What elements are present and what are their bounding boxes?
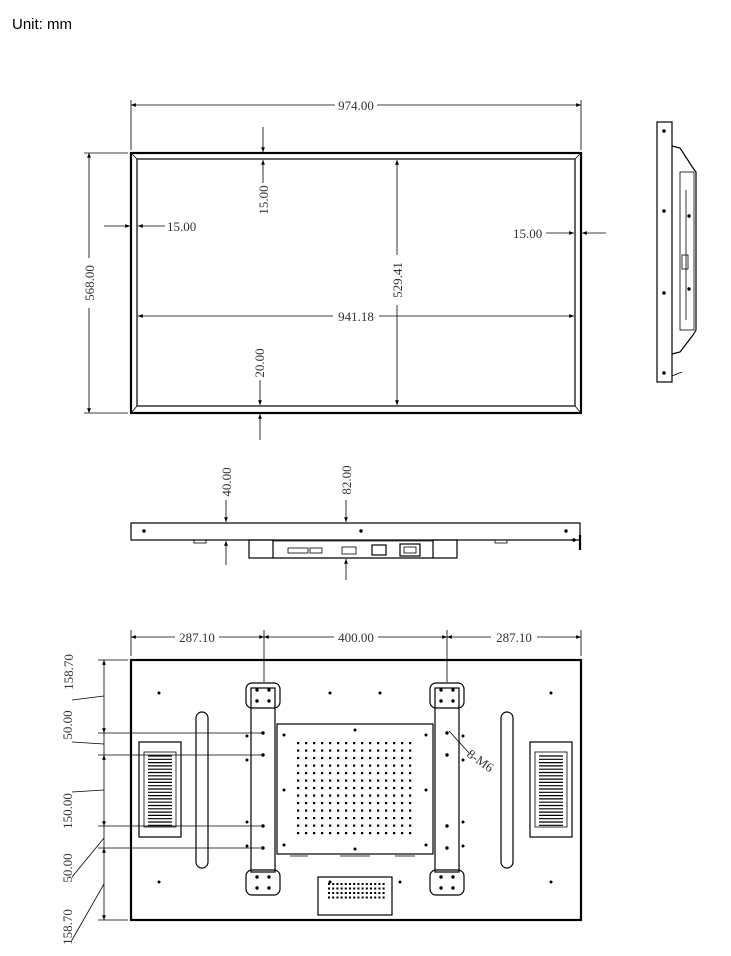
left-mount-bracket: [250, 687, 276, 873]
rear-vdim-3: 50.00: [60, 853, 75, 882]
display-height-dim: 529.41: [390, 262, 405, 298]
rear-hdim-0: 287.10: [179, 630, 215, 645]
rear-hdim-1: 400.00: [338, 630, 374, 645]
front-outer-frame: [129, 151, 583, 415]
front-view: 974.00 568.00 15.00 20.00 15.00 15.00 94…: [82, 98, 606, 440]
right-side-vent: [529, 741, 573, 838]
vent-grid: [297, 742, 412, 835]
side-view: [656, 121, 697, 383]
front-display-area: [136, 158, 576, 407]
rear-view: 287.10 400.00 287.10 158.70 50.00 150.00…: [60, 630, 583, 945]
rear-vdim-1: 50.00: [60, 710, 75, 739]
rear-vdim-2: 150.00: [60, 793, 75, 829]
bottom-bezel-dim: 20.00: [252, 348, 267, 377]
front-height-dim: 568.00: [82, 265, 97, 301]
rear-hdim-2: 287.10: [496, 630, 532, 645]
left-side-vent: [138, 741, 182, 838]
right-mount-bracket: [434, 687, 460, 873]
thickness-dim: 40.00: [219, 467, 234, 496]
depth-dim: 82.00: [339, 465, 354, 494]
rear-outer-frame: [129, 658, 583, 922]
rear-vdim-4: 158.70: [60, 909, 75, 945]
mount-hole-note: 8-M6: [464, 746, 497, 775]
rear-vent-panel: [276, 723, 434, 855]
unit-label: Unit: mm: [12, 16, 72, 33]
display-width-dim: 941.18: [338, 309, 374, 324]
rear-vdim-0: 158.70: [61, 654, 76, 690]
rear-io-panel: [317, 876, 393, 916]
top-bezel-dim: 15.00: [256, 185, 271, 214]
top-view: 40.00 82.00: [130, 465, 582, 580]
front-width-dim: 974.00: [338, 98, 374, 113]
right-bezel-dim: 15.00: [513, 226, 542, 241]
left-bezel-dim: 15.00: [167, 219, 196, 234]
